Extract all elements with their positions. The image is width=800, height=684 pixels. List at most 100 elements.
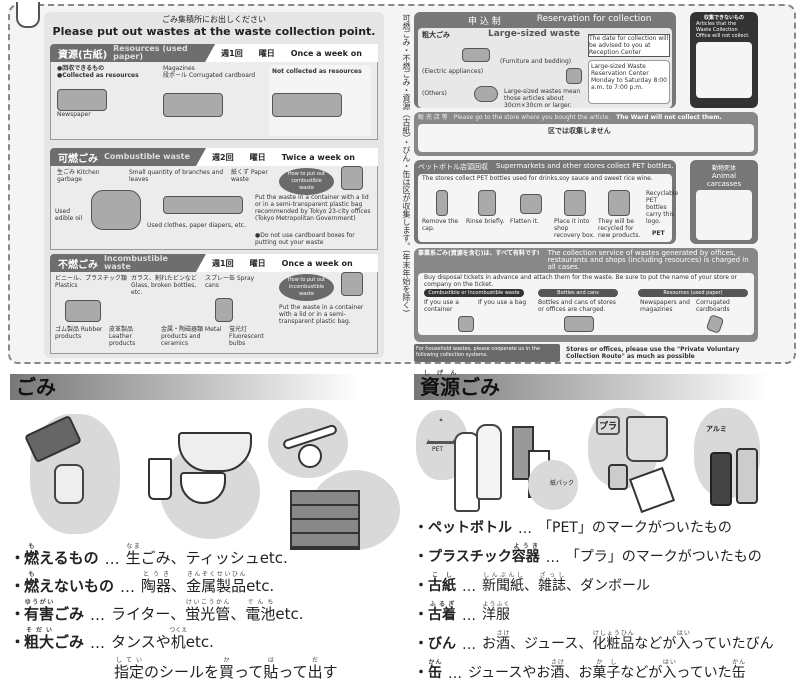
business-title-jp: 事業系ごみ(資源を含む)は、すべて有料です! [418,250,540,257]
aluminum-mark-icon: アルミ [706,425,727,433]
ruby-text: 資源しげん [420,370,460,399]
cup-illustration [148,458,172,500]
step-label: Flatten it. [510,218,539,225]
item: (Furniture and bedding) [500,58,572,65]
item-term: 缶かん [428,659,442,682]
list-item: ・びん…お酒さけ、ジュース、化粧品けしょうひんなどが入はいっていたびん [414,624,800,653]
pet-title-jp: ペットボトル店頭回収 [418,163,488,171]
text-segment: ごみ、ティッシュetc. [140,549,288,567]
item: ビニール、プラスチック類 Plastics [55,275,127,289]
section-title-en: Combustible waste [104,152,190,161]
ruby-text: 入はい [676,630,691,652]
text-segment: 、 [524,578,538,594]
list-item: ・有害ゆうがいごみ…ライター、蛍光管けいこうかん、電池でんちetc. [10,596,390,624]
furigana: きんぞくせいひん [186,571,247,578]
item: Newspaper [57,111,91,118]
furigana: はい [662,659,677,666]
list-item: ・プラスチック容器ようき…「プラ」のマークがついたもの [414,537,800,566]
text-segment: って [234,663,264,681]
item: Not collected as resources [272,68,362,75]
hours: Monday to Saturday 8:00 a.m. to 7:00 p.m… [591,77,667,91]
furigana: ざっし [538,572,566,579]
item: ゴム製品 Rubber products [55,326,103,340]
frequency-en: Once a week on [281,258,353,268]
column-note: Bottles and cans of stores or offices ar… [538,299,616,313]
section-title-jp: 資源(古紙) [58,49,108,61]
text-segment: っていた [676,665,732,681]
column-title: Bottles and cans [538,289,618,297]
ruby-text: 金属製品きんぞくせいひん [186,571,247,595]
paper-pack-mark: 紙パック [550,480,575,487]
text-segment: プラスチック [428,549,512,565]
ward-jp: 区では収集しません [548,127,611,135]
ellipsis: … [462,579,476,595]
text-segment: などが [620,665,663,681]
shigen-heading: 資源しげんごみ [414,370,770,400]
item: (Electric appliances) [422,68,484,75]
text-segment: びん [428,636,456,652]
furigana: こし [428,572,456,579]
text-segment: etc. [185,633,214,651]
list-item: ・ペットボトル…「PET」のマークがついたもの [414,508,800,537]
column-note: If you use a bag [478,299,527,306]
item: How to put out combustible waste [279,168,334,195]
shigen-illustrations: PET 紙パック プラ アルミ [410,404,790,514]
text-segment: 「プラ」のマークがついたもの [565,549,762,565]
ruby-text: 雑誌ざっし [538,572,566,594]
logo-note: Recyclable PET bottles carry this logo. [646,190,679,225]
item-description: ジュースやお酒さけ、お菓子かしなどが入はいっていた缶かん [468,659,746,682]
list-item: ・古着ふるぎ…洋服ようふく [414,595,800,624]
furigana: ようき [511,543,540,550]
furigana: さけ [550,659,565,666]
step-label: Rinse briefly. [466,218,505,225]
trash-can-icon [341,166,363,190]
ruby-text: 有害ゆうがい [24,599,55,623]
text-segment: ごみ [54,605,85,623]
furigana: してい [114,657,145,664]
ruby-text: 陶器とうき [141,571,172,595]
item: (Others) [422,90,447,97]
not-collected-box: 収集できないもの Articles that the Waste Collect… [690,12,758,108]
item-term: 古着ふるぎ [428,601,456,624]
text-segment: タンスや [111,633,171,651]
furigana: さけ [496,630,510,637]
gomi-illustrations [10,404,400,550]
ruby-text: 菓子かし [592,659,621,681]
column-note: If you use a container [424,299,459,313]
bucket-illustration [626,416,668,462]
furigana: かし [592,659,621,666]
chest-of-drawers-illustration [290,490,360,550]
ellipsis: … [448,666,462,682]
animal-box: 動物死体 Animal carcasses [690,160,758,244]
header-jp: ごみ集積所にお出しください [162,15,266,24]
furigana: はい [676,630,691,637]
furigana: とうき [141,571,172,578]
item: Used clothes, paper diapers, etc. [147,222,247,229]
item: Small quantity of branches and leaves [129,169,224,183]
item-description: 生なまごみ、ティッシュetc. [126,543,288,568]
list-item: ・古紙こし…新聞紙しんぶんし、雑誌ざっし、ダンボール [414,566,800,595]
pla-mark-icon: プラ [596,416,621,435]
ellipsis: … [518,521,532,537]
ellipsis: … [462,608,476,624]
furigana: つくえ [169,627,188,634]
text-segment: す [322,663,338,681]
bullet: ・ [10,605,26,623]
item-term: 古紙こし [428,572,456,595]
ruby-text: 洋服ようふく [482,601,510,623]
text-segment: っていたびん [690,636,774,652]
section-title-jp: 不燃ごみ [58,259,98,271]
frequency-en: Once a week on [290,48,362,58]
column-title: Resources (used paper) [638,289,748,297]
ruby-text: 入はい [662,659,677,681]
business-sub: Buy disposal tickets in advance and atta… [424,274,737,288]
item-term: ペットボトル [428,517,512,537]
text-segment: お [482,636,496,652]
furigana: かん [731,659,746,666]
item-description: タンスや机つくえetc. [111,627,214,652]
furigana: そだい [24,627,55,634]
ruby-text: 貼は [263,657,279,681]
